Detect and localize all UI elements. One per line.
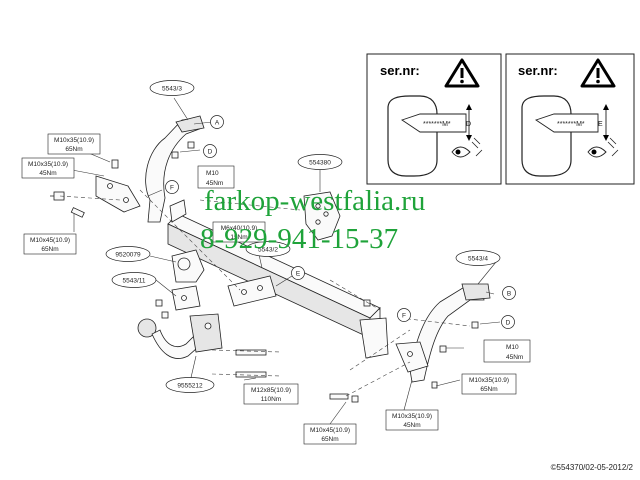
svg-text:45Nm: 45Nm xyxy=(206,180,223,187)
svg-text:M10x45(10.9): M10x45(10.9) xyxy=(30,237,70,244)
part-label-5543-3: 5543/3 xyxy=(149,80,195,96)
svg-text:5543/3: 5543/3 xyxy=(162,86,182,93)
svg-text:A: A xyxy=(215,120,220,127)
svg-text:F: F xyxy=(170,185,174,192)
document-id: ©554370/02-05-2012/2 xyxy=(551,463,634,472)
callout-f-left: F xyxy=(165,180,179,194)
callout-e: E xyxy=(291,266,305,280)
torque-box-8: M10x35(10.9) 45Nm xyxy=(385,409,439,431)
svg-text:15Nm: 15Nm xyxy=(230,234,247,241)
svg-text:M6x40(10.9): M6x40(10.9) xyxy=(221,225,258,232)
part-label-5543-4: 5543/4 xyxy=(455,250,501,266)
svg-text:B: B xyxy=(507,291,511,298)
torque-box-6: M12x85(10.9) 110Nm xyxy=(243,383,299,405)
torque-box-5: M6x40(10.9) 15Nm xyxy=(212,221,266,243)
callout-d-right: D xyxy=(501,315,515,329)
svg-text:M10: M10 xyxy=(506,344,519,351)
svg-text:D: D xyxy=(506,320,511,327)
svg-text:65Nm: 65Nm xyxy=(480,386,497,393)
serial-panel-d-title: ser.nr: xyxy=(380,63,420,78)
serial-code-d: *******M* xyxy=(423,121,451,128)
ball-bracket xyxy=(171,249,205,311)
svg-text:M10x45(10.9): M10x45(10.9) xyxy=(310,427,350,434)
torque-box-2: M10x35(10.9) 45Nm xyxy=(21,157,75,179)
part-label-5543-2: 5543/2 xyxy=(245,241,291,257)
callout-a: A xyxy=(210,115,224,129)
svg-text:M10: M10 xyxy=(206,170,219,177)
serial-panel-d: ser.nr: *******M* D xyxy=(366,53,502,185)
svg-text:65Nm: 65Nm xyxy=(321,436,338,443)
part-label-5543-11: 5543/11 xyxy=(111,272,157,288)
svg-text:M10x35(10.9): M10x35(10.9) xyxy=(469,377,509,384)
svg-text:5543/2: 5543/2 xyxy=(258,247,278,254)
torque-box-1: M10x35(10.9) 65Nm xyxy=(47,133,101,155)
svg-text:E: E xyxy=(296,271,301,278)
torque-box-10: M10 45Nm xyxy=(483,339,531,363)
tow-ball xyxy=(137,313,223,359)
serial-letter-d: D xyxy=(466,121,471,128)
svg-text:65Nm: 65Nm xyxy=(41,246,58,253)
eye-icon xyxy=(587,137,619,158)
svg-text:5543/11: 5543/11 xyxy=(122,278,145,285)
part-label-9520079: 9520079 xyxy=(105,246,151,262)
svg-text:9555212: 9555212 xyxy=(177,383,203,390)
watermark-phone: 8-929-941-15-37 xyxy=(200,223,398,255)
svg-text:M10x35(10.9): M10x35(10.9) xyxy=(28,161,68,168)
torque-box-4: M10 45Nm xyxy=(197,165,235,189)
svg-text:M12x85(10.9): M12x85(10.9) xyxy=(251,387,291,394)
serial-letter-e: E xyxy=(598,121,603,128)
callout-f-right: F xyxy=(397,308,411,322)
torque-box-9: M10x35(10.9) 65Nm xyxy=(461,373,517,395)
fasteners xyxy=(50,141,479,403)
svg-text:M10x35(10.9): M10x35(10.9) xyxy=(392,413,432,420)
watermark-site: farkop-westfalia.ru xyxy=(204,185,425,217)
callout-d-left: D xyxy=(203,144,217,158)
svg-text:45Nm: 45Nm xyxy=(403,422,420,429)
right-side-bracket xyxy=(395,283,491,383)
svg-text:65Nm: 65Nm xyxy=(65,146,82,153)
left-side-bracket xyxy=(95,115,205,223)
svg-text:110Nm: 110Nm xyxy=(261,396,281,403)
svg-text:M10x35(10.9): M10x35(10.9) xyxy=(54,137,94,144)
svg-text:5543/4: 5543/4 xyxy=(468,256,488,263)
callout-b: B xyxy=(502,286,516,300)
svg-text:45Nm: 45Nm xyxy=(506,354,523,361)
serial-code-e: *******M* xyxy=(557,121,585,128)
part-label-9555212: 9555212 xyxy=(165,377,215,393)
svg-text:D: D xyxy=(208,149,213,156)
warning-icon xyxy=(580,58,616,88)
svg-text:9520079: 9520079 xyxy=(115,252,141,259)
warning-icon xyxy=(444,58,480,88)
socket-plate xyxy=(303,191,341,241)
torque-box-7: M10x45(10.9) 65Nm xyxy=(303,423,357,445)
eye-icon xyxy=(451,137,483,158)
svg-text:554380: 554380 xyxy=(309,160,331,167)
part-label-554380: 554380 xyxy=(297,154,343,170)
serial-panel-e-title: ser.nr: xyxy=(518,63,558,78)
svg-text:F: F xyxy=(402,313,406,320)
serial-panel-e: ser.nr: *******M* E xyxy=(505,53,635,185)
svg-text:45Nm: 45Nm xyxy=(39,170,56,177)
torque-box-3: M10x45(10.9) 65Nm xyxy=(23,233,77,255)
